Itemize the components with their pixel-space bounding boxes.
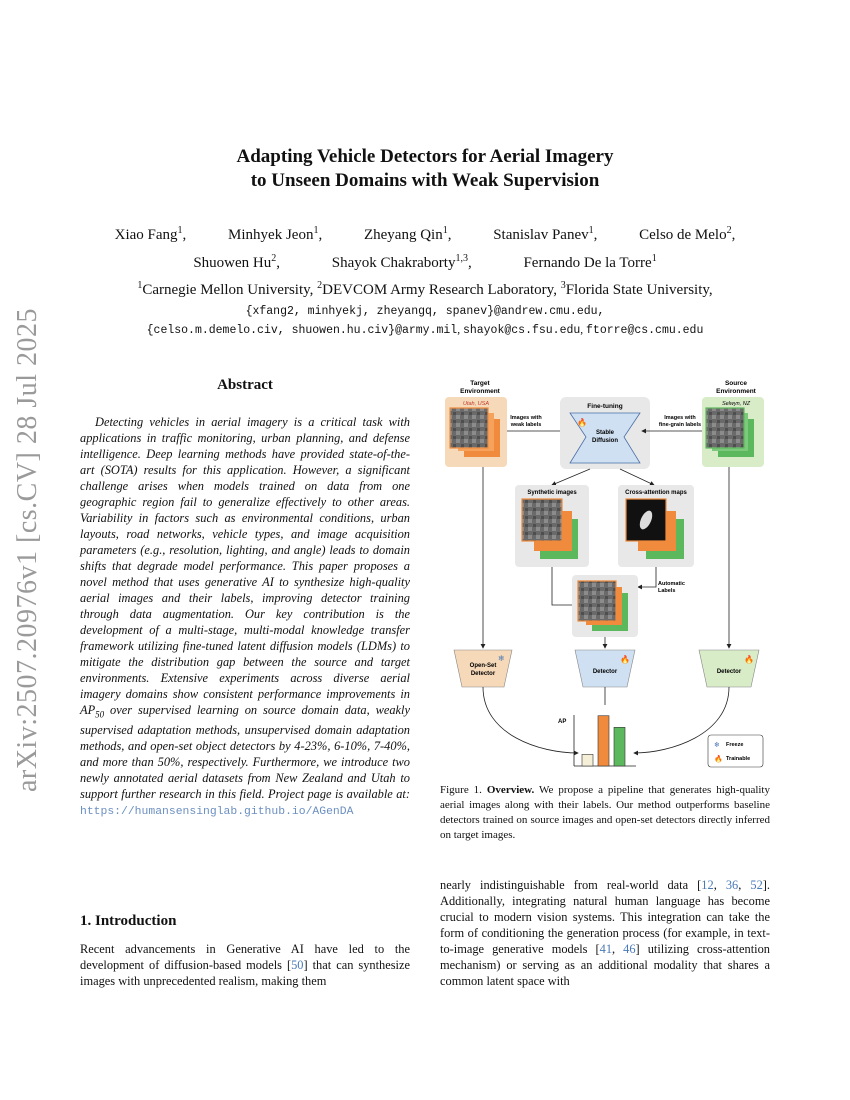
- author: Xiao Fang1,: [114, 225, 187, 244]
- arxiv-stamp: arXiv:2507.20976v1 [cs.CV] 28 Jul 2025: [8, 307, 48, 793]
- legend: ❄ Freeze 🔥 Trainable: [707, 734, 764, 768]
- svg-text:Fine-tuning: Fine-tuning: [587, 403, 622, 410]
- intro-left-text: Recent advancements in Generative AI hav…: [80, 942, 410, 988]
- auto-labeled-images: [572, 575, 638, 637]
- flame-icon: 🔥: [577, 417, 587, 427]
- svg-text:Selwyn, NZ: Selwyn, NZ: [722, 401, 751, 407]
- svg-text:Images with: Images with: [510, 415, 542, 421]
- svg-text:Detector: Detector: [471, 671, 496, 677]
- authors-row-2: Shuowen Hu2, Shayok Chakraborty1,3, Fern…: [0, 252, 850, 274]
- author: Shayok Chakraborty1,3,: [331, 253, 472, 272]
- svg-text:Images with: Images with: [664, 415, 696, 421]
- source-environment: Source Environment Selwyn, NZ: [702, 380, 764, 467]
- citation[interactable]: 46: [623, 942, 636, 956]
- svg-text:Target: Target: [470, 380, 490, 387]
- emails: {xfang2, minhyekj, zheyangq, spanev}@and…: [0, 303, 850, 340]
- project-link[interactable]: https://humansensinglab.github.io/AGenDA: [80, 806, 354, 819]
- arxiv-id: arXiv:2507.20976v1 [cs.CV] 28 Jul 2025: [12, 307, 43, 793]
- authors-row-1: Xiao Fang1, Minhyek Jeon1, Zheyang Qin1,…: [0, 224, 850, 246]
- snowflake-icon: ❄: [498, 654, 505, 663]
- svg-text:Synthetic images: Synthetic images: [527, 490, 577, 496]
- svg-text:AP: AP: [558, 719, 566, 725]
- svg-text:Automatic: Automatic: [658, 581, 685, 587]
- target-environment: Target Environment Utah, USA: [445, 380, 507, 467]
- cross-attention-maps: Cross-attention maps: [618, 485, 694, 567]
- author: Shuowen Hu2,: [193, 253, 280, 272]
- intro-right-text: nearly indistinguishable from real-world…: [440, 878, 771, 988]
- ap-bar-chart: AP: [558, 715, 636, 767]
- citation[interactable]: 41: [599, 942, 613, 956]
- svg-text:Detector: Detector: [593, 669, 618, 675]
- figure-1-overview: Target Environment Utah, USA Images with…: [445, 380, 764, 768]
- our-detector: Detector 🔥: [574, 649, 636, 688]
- stable-diffusion-block: Fine-tuning Stable Diffusion 🔥: [560, 397, 650, 469]
- author: Stanislav Panev1,: [493, 225, 598, 244]
- svg-text:Stable: Stable: [596, 430, 615, 436]
- open-set-detector: Open-Set Detector ❄: [453, 649, 513, 688]
- synthetic-images: Synthetic images: [515, 485, 589, 567]
- emails-line-2: {celso.m.demelo.civ, shuowen.hu.civ}@arm…: [146, 324, 704, 337]
- ap-bar-2: [613, 727, 626, 767]
- svg-text:weak labels: weak labels: [510, 422, 542, 428]
- flame-icon: 🔥: [620, 654, 630, 664]
- paper-title: Adapting Vehicle Detectors for Aerial Im…: [0, 145, 850, 193]
- source-detector: Detector 🔥: [698, 649, 760, 688]
- abstract-heading: Abstract: [217, 377, 273, 393]
- figure-caption: Figure 1. Overview. We propose a pipelin…: [440, 784, 770, 841]
- svg-text:Freeze: Freeze: [726, 742, 743, 748]
- abstract-body: Detecting vehicles in aerial imagery is …: [80, 415, 410, 819]
- svg-text:Utah, USA: Utah, USA: [463, 401, 489, 407]
- author: Zheyang Qin1,: [363, 225, 452, 244]
- svg-text:Open-Set: Open-Set: [470, 663, 497, 669]
- svg-text:fine-grain labels: fine-grain labels: [659, 422, 701, 428]
- title-line-1: Adapting Vehicle Detectors for Aerial Im…: [236, 146, 614, 167]
- title-line-2: to Unseen Domains with Weak Supervision: [250, 170, 600, 191]
- svg-text:Environment: Environment: [460, 388, 501, 395]
- email-army[interactable]: {celso.m.demelo.civ, shuowen.hu.civ}@arm…: [146, 324, 458, 337]
- citation[interactable]: 52: [750, 878, 763, 892]
- svg-text:Diffusion: Diffusion: [592, 438, 618, 444]
- author: Minhyek Jeon1,: [228, 225, 323, 244]
- svg-text:Detector: Detector: [717, 669, 742, 675]
- author: Celso de Melo2,: [639, 225, 736, 244]
- affiliations: 1Carnegie Mellon University, 2DEVCOM Arm…: [137, 280, 713, 299]
- email-cmu[interactable]: ftorre@cs.cmu.edu: [586, 324, 704, 337]
- flame-icon: 🔥: [744, 654, 754, 664]
- svg-text:Source: Source: [725, 380, 747, 387]
- citation[interactable]: 36: [725, 878, 739, 892]
- svg-text:Trainable: Trainable: [726, 756, 750, 762]
- svg-text:Cross-attention maps: Cross-attention maps: [625, 490, 687, 496]
- intro-heading: 1. Introduction: [80, 913, 177, 929]
- svg-text:Environment: Environment: [716, 388, 757, 395]
- ap-bar-0: [581, 754, 594, 767]
- email-fsu[interactable]: shayok@cs.fsu.edu: [462, 324, 581, 337]
- citation[interactable]: 12: [701, 878, 714, 892]
- snowflake-icon: ❄: [714, 741, 720, 749]
- emails-line-1: {xfang2, minhyekj, zheyangq, spanev}@and…: [245, 305, 605, 318]
- svg-text:Labels: Labels: [658, 588, 675, 594]
- ap-bar-1: [597, 715, 610, 767]
- flame-icon: 🔥: [714, 754, 723, 763]
- citation[interactable]: 50: [291, 958, 304, 972]
- author: Fernando De la Torre1: [523, 253, 657, 272]
